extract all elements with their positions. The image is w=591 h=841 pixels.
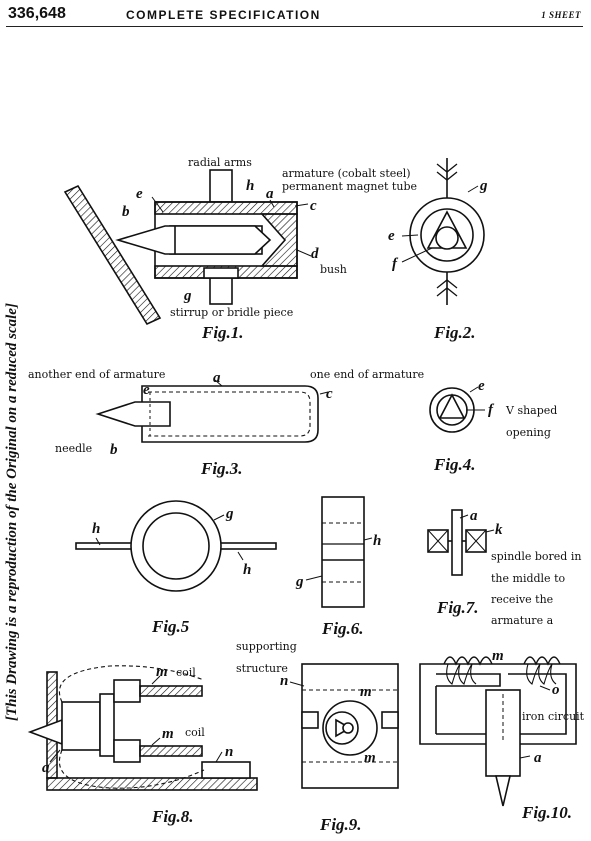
letter-e: e — [136, 186, 143, 202]
letter-k-fig7: k — [495, 522, 503, 538]
caption-fig9: Fig.9. — [319, 815, 362, 834]
sheet-count: 1 SHEET — [541, 10, 581, 20]
label-coil-top: coil — [176, 666, 196, 679]
letter-e-fig2: e — [388, 228, 395, 244]
letter-a-fig3: a — [213, 370, 221, 386]
caption-fig8: Fig.8. — [151, 807, 194, 826]
label-spindle-3: receive the — [491, 593, 553, 606]
letter-g-fig6: g — [295, 574, 304, 590]
letter-b-fig3: b — [110, 442, 118, 458]
letter-e-fig4: e — [478, 378, 485, 394]
caption-fig3: Fig.3. — [200, 459, 243, 478]
label-opening: opening — [506, 426, 551, 439]
caption-fig1: Fig.1. — [201, 323, 244, 342]
letter-f-fig2: f — [392, 256, 399, 272]
caption-fig7: Fig.7. — [436, 598, 479, 617]
letter-h: h — [246, 178, 254, 194]
figure-4 — [429, 386, 485, 433]
letter-b: b — [122, 204, 130, 220]
figure-6 — [305, 496, 373, 608]
label-iron-circuit: iron circuit — [522, 710, 585, 723]
label-needle: needle — [55, 442, 92, 455]
figure-3 — [95, 379, 329, 443]
letter-m-fig9-top: m — [360, 684, 372, 700]
letter-a-fig10: a — [534, 750, 542, 766]
caption-fig10: Fig.10. — [521, 803, 572, 822]
figure-8 — [27, 665, 258, 791]
letter-d: d — [311, 246, 319, 262]
letter-h-fig5-right: h — [243, 562, 251, 578]
caption-fig2: Fig.2. — [433, 323, 476, 342]
letter-m-fig8-bottom: m — [162, 726, 174, 742]
figure-5 — [75, 500, 277, 592]
caption-fig4: Fig.4. — [433, 455, 476, 474]
letter-m-fig9-bottom: m — [364, 750, 376, 766]
letter-a-fig8: a — [42, 760, 50, 776]
letter-c: c — [310, 198, 317, 214]
letter-o-fig10: o — [552, 682, 560, 698]
spec-title: COMPLETE SPECIFICATION — [126, 8, 321, 22]
label-supporting: supporting — [236, 640, 297, 653]
letter-h-fig6: h — [373, 533, 381, 549]
label-structure: structure — [236, 662, 288, 675]
letter-m-fig8-top: m — [156, 664, 168, 680]
caption-fig6: Fig.6. — [321, 619, 364, 638]
letter-a-fig7: a — [470, 508, 478, 524]
letter-n-fig9: n — [280, 673, 288, 689]
patent-number: 336,648 — [8, 5, 66, 22]
figure-7 — [427, 509, 495, 576]
letter-h-fig5-left: h — [92, 521, 100, 537]
letter-n-fig8: n — [225, 744, 233, 760]
label-v-shaped: V shaped — [505, 404, 557, 417]
figure-2 — [401, 158, 485, 305]
label-radial-arms: radial arms — [188, 156, 252, 169]
label-stirrup: stirrup or bridle piece — [170, 306, 293, 319]
letter-g: g — [183, 288, 192, 304]
label-permanent-magnet: permanent magnet tube — [282, 180, 417, 193]
label-bush: bush — [320, 263, 347, 276]
caption-fig5: Fig.5 — [151, 617, 190, 636]
page-header: 336,648 COMPLETE SPECIFICATION 1 SHEET — [6, 4, 583, 27]
letter-g-fig2: g — [479, 178, 488, 194]
letter-g-fig5: g — [225, 506, 234, 522]
letter-e-fig3: e — [143, 382, 150, 398]
label-coil-bottom: coil — [185, 726, 205, 739]
label-another-end: another end of armature — [28, 368, 165, 381]
label-spindle-1: spindle bored in — [491, 550, 581, 563]
label-spindle-4: armature a — [491, 614, 554, 627]
figure-1 — [63, 169, 312, 326]
label-armature: armature (cobalt steel) — [282, 167, 411, 180]
letter-f-fig4: f — [488, 402, 495, 418]
letter-a: a — [266, 186, 274, 202]
figure-9 — [289, 663, 399, 789]
label-one-end: one end of armature — [310, 368, 424, 381]
letter-m-fig10: m — [492, 648, 504, 664]
label-spindle-2: the middle to — [491, 572, 565, 585]
figure-10 — [419, 656, 577, 807]
letter-c-fig3: c — [326, 386, 333, 402]
